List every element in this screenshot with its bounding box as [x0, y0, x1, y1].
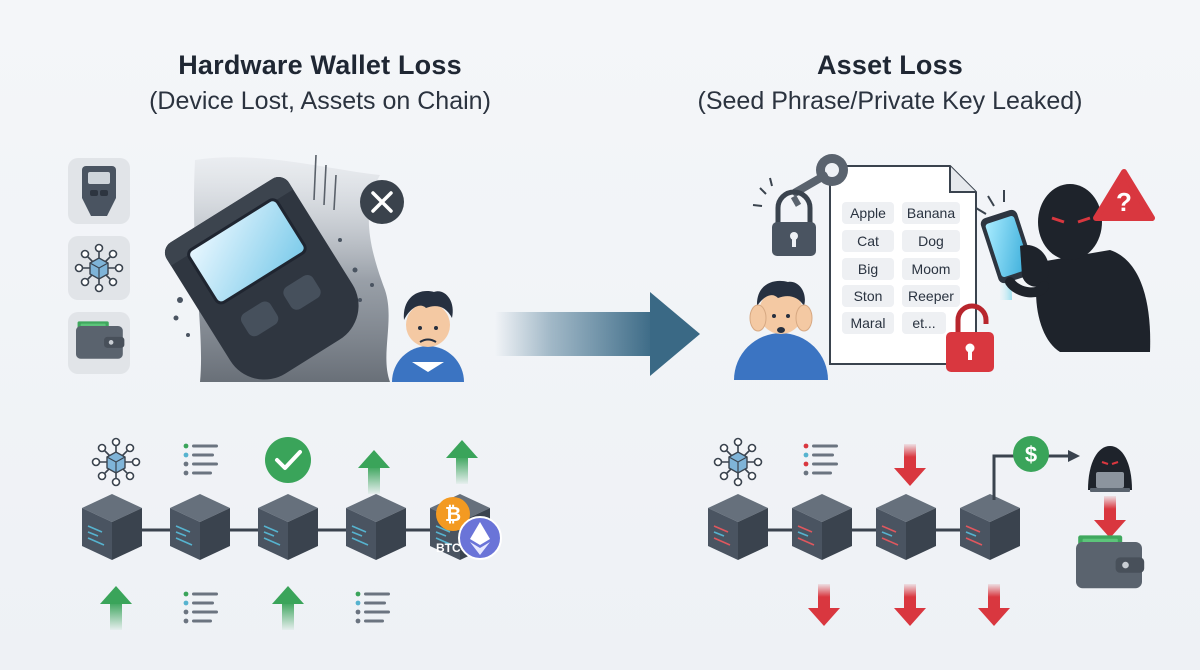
left-subtitle: (Device Lost, Assets on Chain)	[149, 87, 491, 115]
seed-word: Cat	[857, 233, 879, 249]
block-cube	[791, 493, 853, 561]
down-arrow-icon	[978, 584, 1010, 626]
ethereum-icon	[458, 516, 502, 560]
ledger-list-icon	[183, 591, 218, 624]
distressed-person-icon	[734, 280, 828, 380]
network-node-icon	[713, 437, 763, 487]
seed-word: et...	[912, 315, 935, 331]
up-arrow-icon	[272, 586, 304, 630]
right-blockchain: $	[707, 436, 1145, 626]
right-subtitle: (Seed Phrase/Private Key Leaked)	[697, 87, 1083, 115]
transition-arrow	[495, 292, 700, 376]
sidebar-hardware-wallet-card	[68, 158, 130, 224]
block-cube	[707, 493, 769, 561]
seed-word: Big	[858, 261, 878, 277]
block-cube	[875, 493, 937, 561]
btc-label: BTC	[436, 541, 461, 555]
up-arrow-icon	[100, 586, 132, 630]
left-title: Hardware Wallet Loss	[178, 50, 462, 80]
block-cube	[959, 493, 1021, 561]
ledger-list-icon	[183, 443, 218, 476]
bitcoin-icon: ₿	[436, 497, 470, 531]
seed-word: Dog	[918, 233, 944, 249]
left-title-block: Hardware Wallet Loss (Device Lost, Asset…	[70, 50, 570, 116]
right-title-block: Asset Loss (Seed Phrase/Private Key Leak…	[640, 50, 1140, 116]
right-title: Asset Loss	[816, 50, 964, 80]
up-arrow-icon	[446, 440, 478, 484]
worried-person-icon	[392, 291, 464, 382]
dollar-coin-icon: $	[1013, 436, 1049, 472]
block-cube	[169, 493, 231, 561]
wallet-icon	[1076, 535, 1145, 589]
network-node-icon	[74, 243, 124, 293]
sidebar-wallet-card	[68, 312, 130, 374]
down-arrow-icon	[1094, 496, 1126, 538]
seed-word: Maral	[850, 315, 885, 331]
seed-word: Banana	[907, 205, 955, 221]
wallet-icon	[76, 321, 125, 359]
unlocked-padlock-icon	[946, 303, 994, 372]
svg-text:?: ?	[1116, 187, 1132, 217]
hardware-wallet-device	[165, 177, 359, 380]
block-cube	[345, 493, 407, 561]
down-arrow-icon	[894, 444, 926, 486]
seed-word: Reeper	[908, 288, 954, 304]
ledger-list-icon	[355, 591, 390, 624]
svg-text:$: $	[1025, 442, 1037, 467]
svg-text:₿: ₿	[445, 504, 461, 526]
seed-word-grid: Apple Banana Cat Dog Big Moom Ston Reepe…	[842, 202, 960, 334]
transfer-path	[992, 450, 1080, 500]
seed-word: Moom	[912, 261, 951, 277]
check-icon	[265, 437, 311, 483]
hooded-hacker-icon	[1088, 446, 1132, 492]
ledger-list-icon	[803, 443, 838, 476]
sidebar-network-card	[68, 236, 130, 300]
seed-word: Apple	[850, 205, 886, 221]
padlock-icon	[752, 177, 816, 256]
seed-word: Ston	[854, 288, 883, 304]
down-arrow-icon	[808, 584, 840, 626]
warning-icon: ?	[1093, 169, 1155, 221]
up-arrow-icon	[358, 450, 390, 494]
hardware-wallet-icon	[82, 166, 116, 216]
close-icon	[360, 180, 404, 224]
btc-block: BTC	[429, 493, 491, 561]
key-icon	[790, 154, 848, 207]
falling-device-scene	[165, 154, 464, 382]
hacker-figure	[975, 184, 1151, 352]
block-cube	[81, 493, 143, 561]
block-cube	[257, 493, 319, 561]
down-arrow-icon	[894, 584, 926, 626]
left-blockchain: BTC ₿	[81, 437, 502, 630]
seed-phrase-document: Apple Banana Cat Dog Big Moom Ston Reepe…	[829, 165, 977, 365]
network-node-icon	[91, 437, 141, 487]
